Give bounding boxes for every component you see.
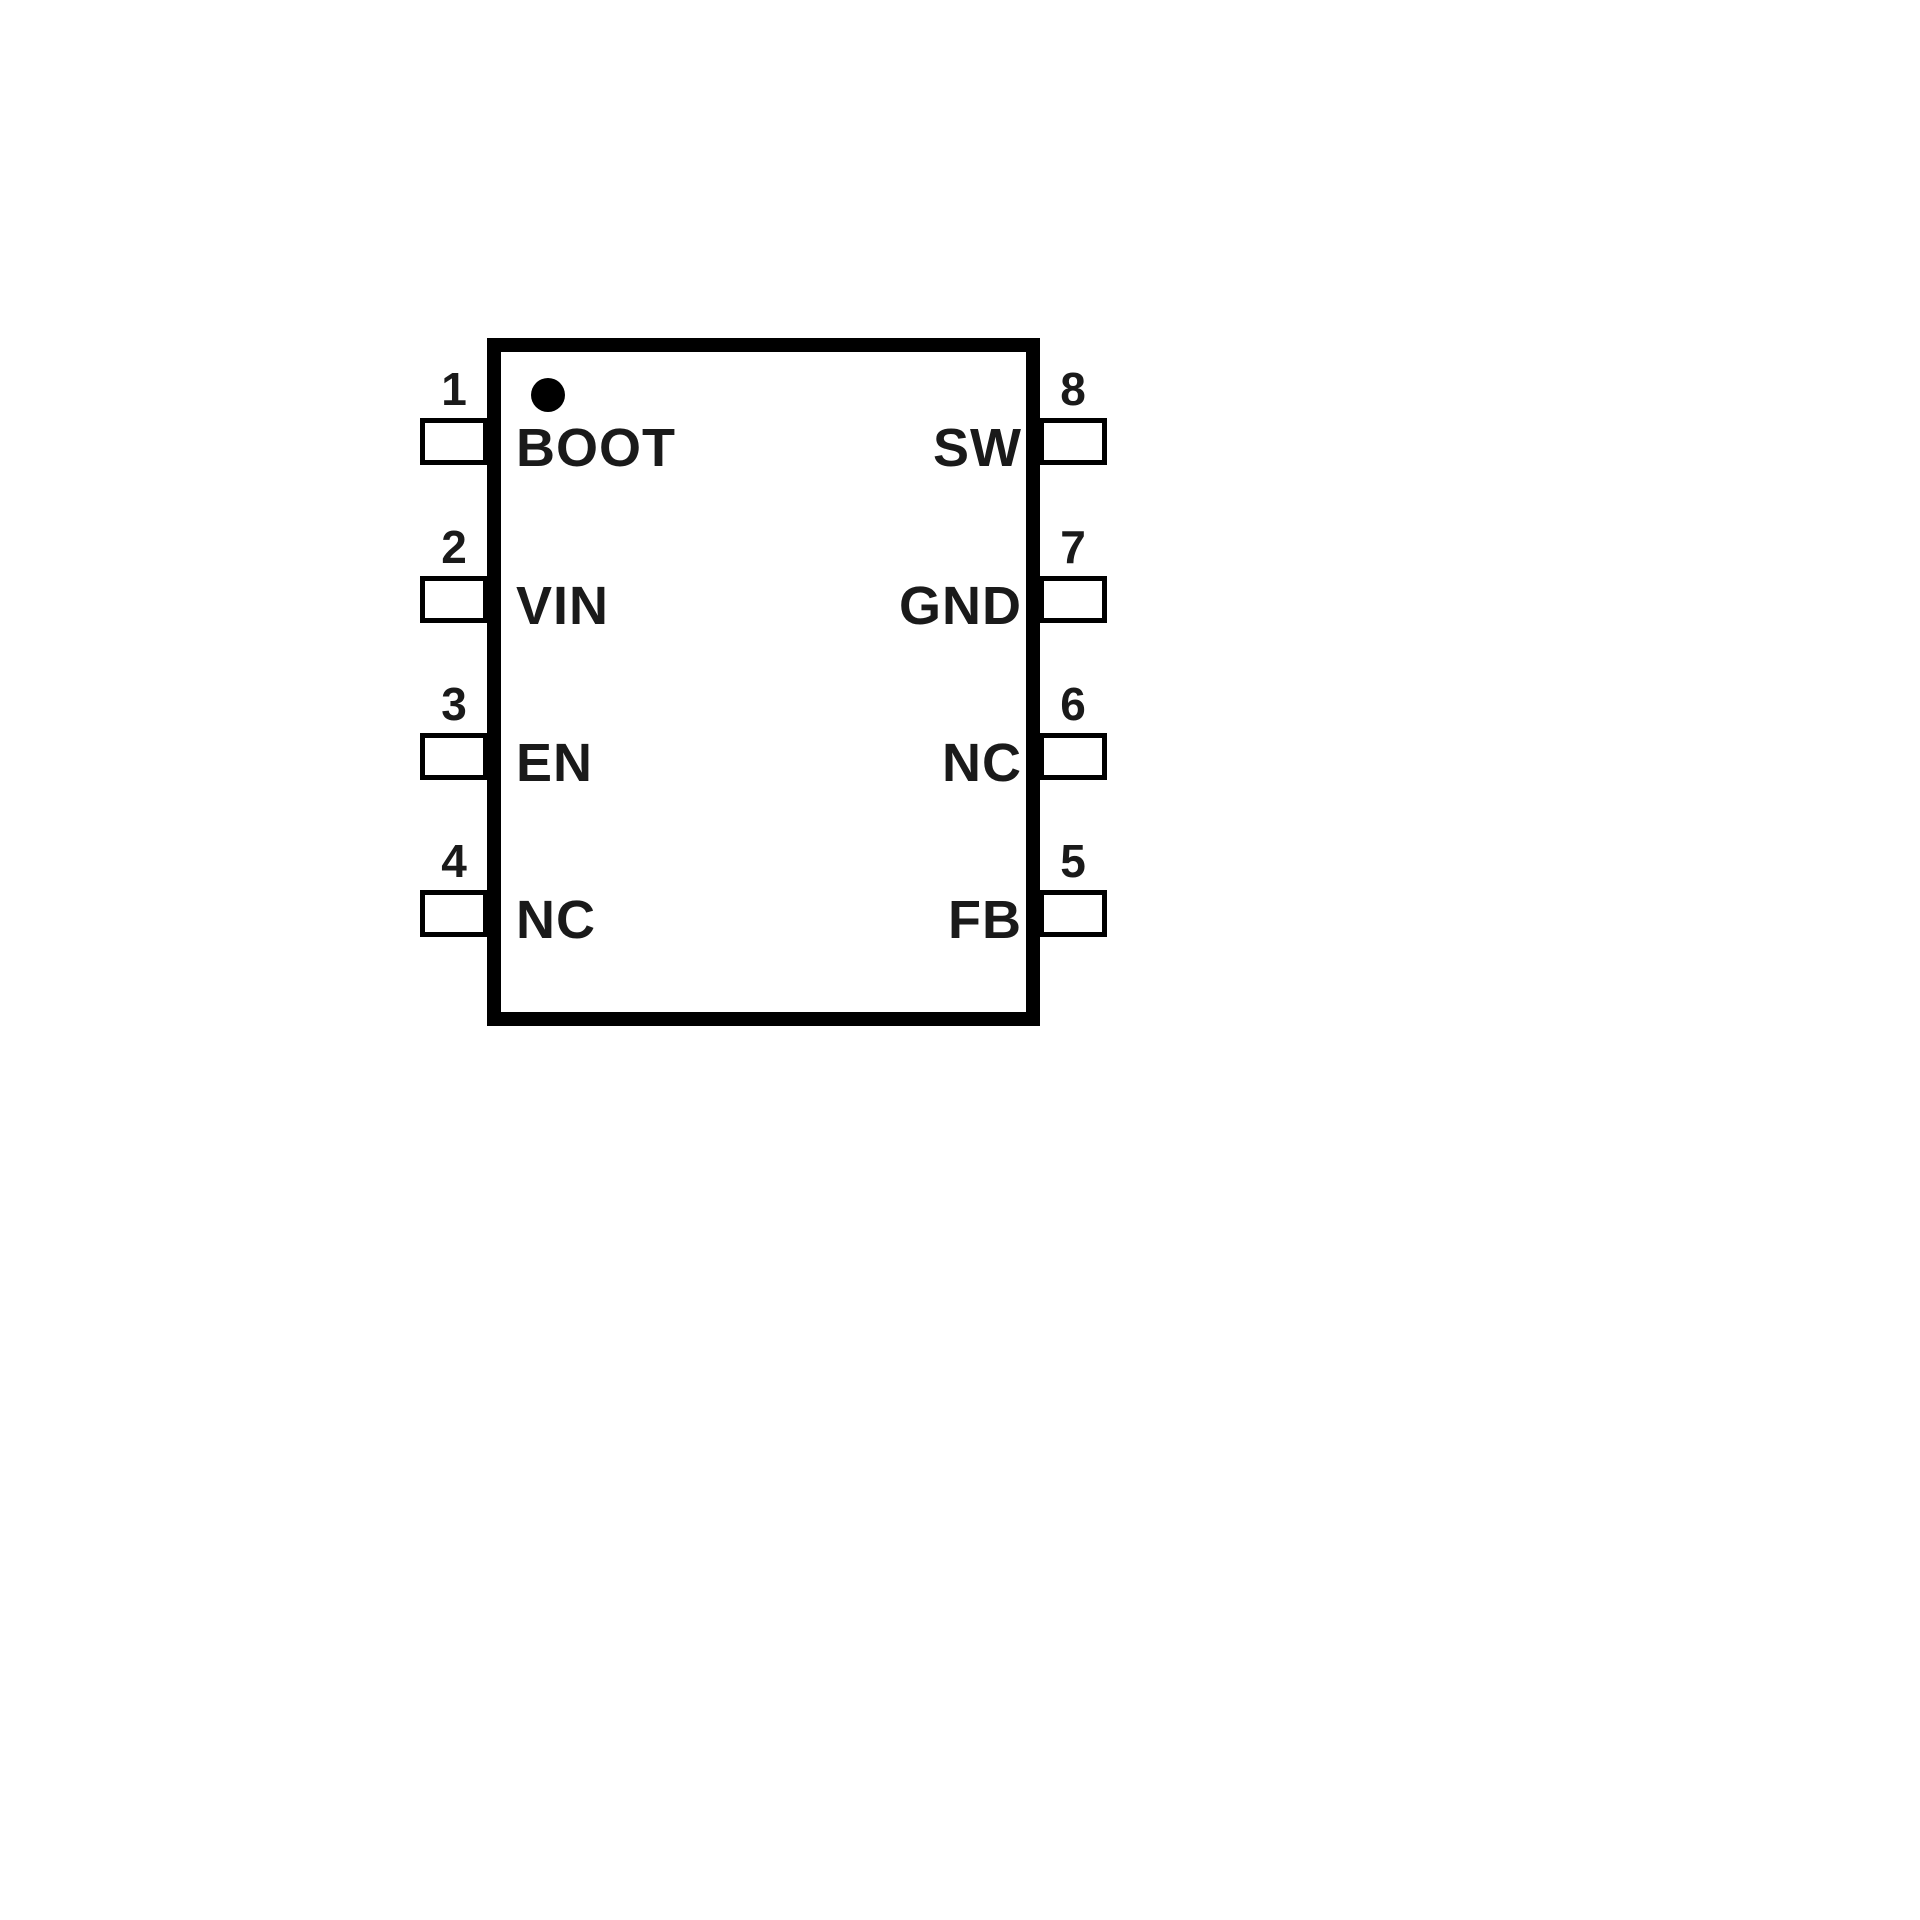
pin-number-2: 2: [441, 521, 467, 573]
pin-number-1: 1: [441, 363, 467, 415]
pin-box-2: [420, 576, 488, 623]
pin-label-nc-left: NC: [516, 890, 596, 950]
pin-box-7: [1039, 576, 1107, 623]
pin-number-3: 3: [441, 678, 467, 730]
pin-box-1: [420, 418, 488, 465]
pin-label-boot: BOOT: [516, 418, 676, 478]
pin-label-en: EN: [516, 733, 594, 793]
pin-label-nc-right: NC: [942, 733, 1022, 793]
pin-label-sw: SW: [933, 418, 1022, 478]
pin-label-gnd: GND: [899, 576, 1022, 636]
pin-number-4: 4: [441, 835, 467, 887]
pin-box-3: [420, 733, 488, 780]
chip-body: [487, 338, 1040, 1026]
pin-number-6: 6: [1060, 678, 1086, 730]
pin-number-7: 7: [1060, 521, 1086, 573]
pin-box-5: [1039, 890, 1107, 937]
pin-box-8: [1039, 418, 1107, 465]
pin-label-fb: FB: [948, 890, 1022, 950]
pin-number-8: 8: [1060, 363, 1086, 415]
pin-number-5: 5: [1060, 835, 1086, 887]
pin1-indicator-dot-icon: [531, 378, 565, 412]
pin-box-6: [1039, 733, 1107, 780]
pin-label-vin: VIN: [516, 576, 610, 636]
pin-box-4: [420, 890, 488, 937]
